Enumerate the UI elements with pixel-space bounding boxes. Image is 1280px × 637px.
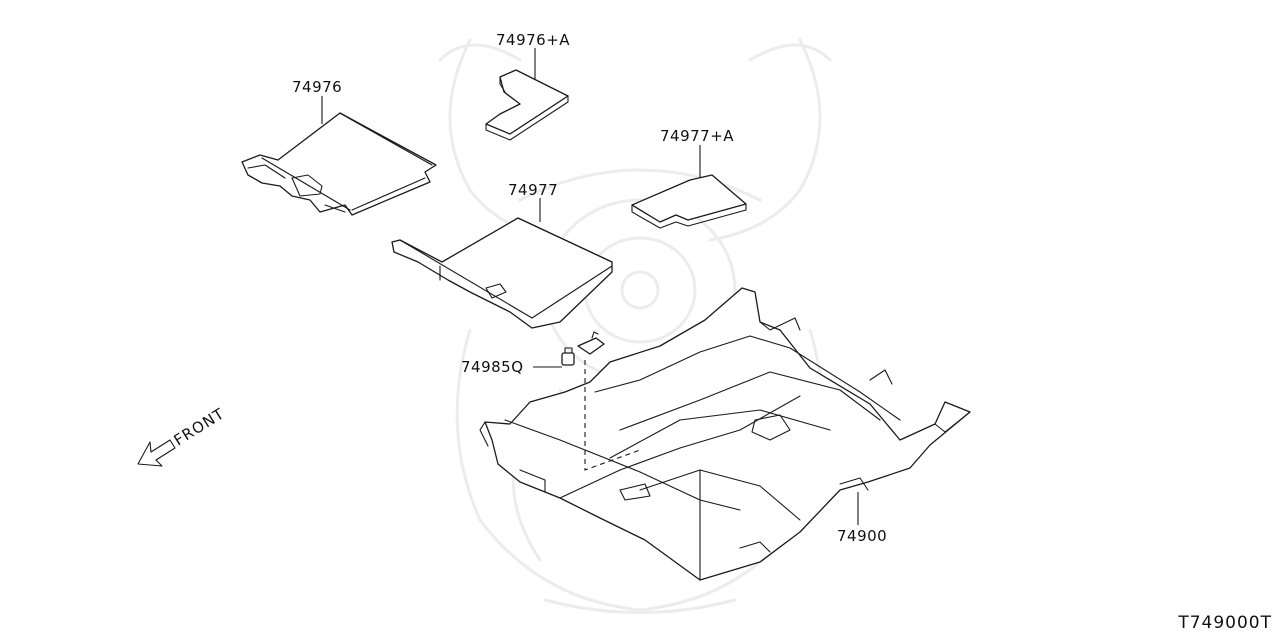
label-74977: 74977 xyxy=(508,181,558,199)
label-74977a: 74977+A xyxy=(660,127,734,145)
front-arrow-icon xyxy=(137,439,176,467)
part-74985q-clip[interactable] xyxy=(561,331,605,366)
part-74900-floor-carpet[interactable] xyxy=(479,287,971,581)
diagram-code: T749000T xyxy=(1178,613,1272,633)
front-indicator: FRONT xyxy=(137,404,228,467)
part-74977-front-mat[interactable] xyxy=(391,217,613,329)
label-74985q: 74985Q xyxy=(461,358,524,376)
part-74977a-mat[interactable] xyxy=(631,174,747,229)
part-74976a-mat[interactable] xyxy=(485,69,569,141)
part-74976-rear-mat[interactable] xyxy=(241,112,437,216)
label-74976: 74976 xyxy=(292,78,342,96)
label-74900: 74900 xyxy=(837,527,887,545)
label-74976a: 74976+A xyxy=(496,31,570,49)
leader-lines xyxy=(321,48,859,525)
front-label: FRONT xyxy=(171,404,228,449)
